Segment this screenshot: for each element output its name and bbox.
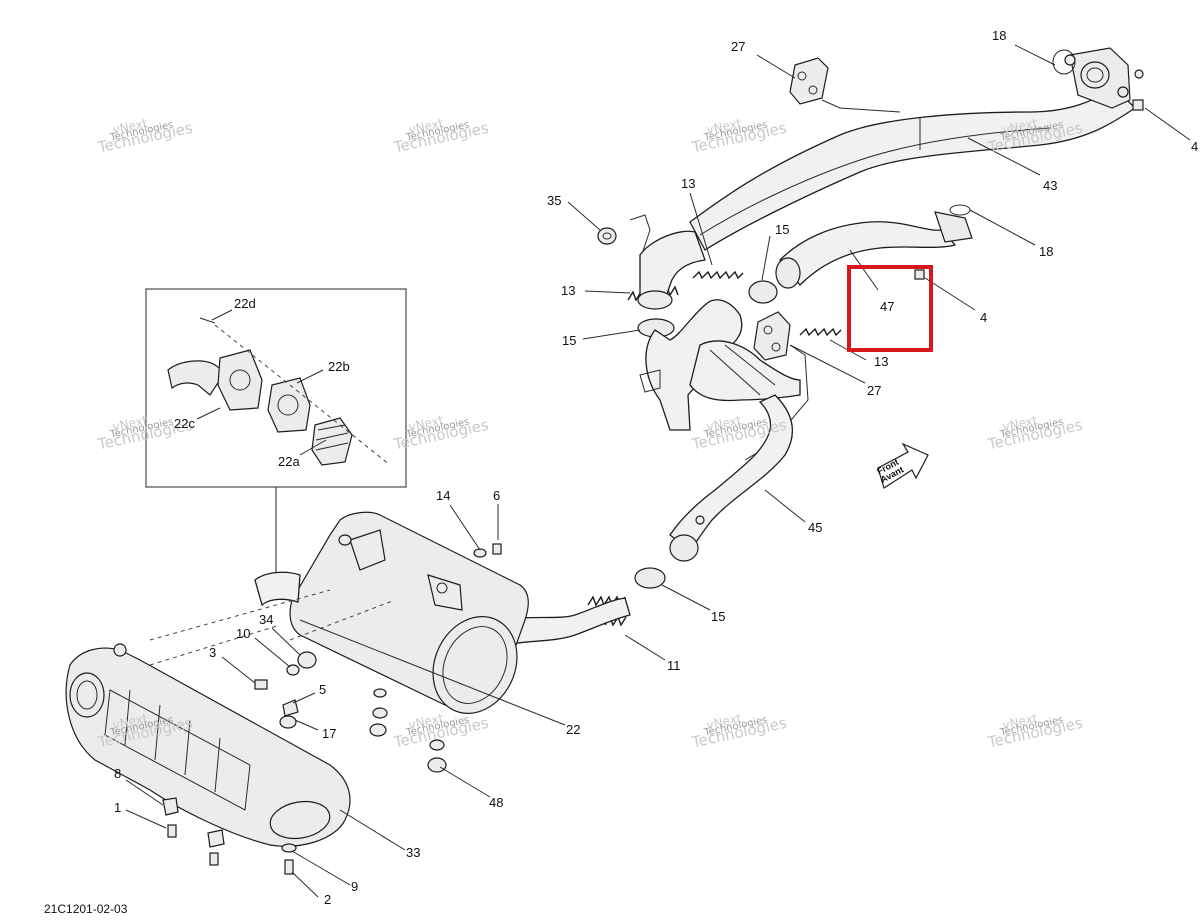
front-arrow-icon (877, 442, 929, 489)
callout-13c[interactable]: 13 (874, 354, 889, 369)
gasket-ring-18b (949, 204, 971, 216)
callout-6[interactable]: 6 (493, 488, 501, 503)
heat-shield-33 (65, 643, 351, 847)
muffler-22 (289, 511, 529, 714)
nut-4b (914, 269, 925, 280)
callout-18a[interactable]: 18 (992, 28, 1007, 43)
callout-5[interactable]: 5 (319, 682, 327, 697)
callout-22[interactable]: 22 (566, 722, 581, 737)
callout-22a[interactable]: 22a (278, 454, 300, 469)
inset-parts (167, 317, 391, 466)
callout-1[interactable]: 1 (114, 800, 122, 815)
callout-13b[interactable]: 13 (561, 283, 576, 298)
callout-13a[interactable]: 13 (681, 176, 696, 191)
grommet-35 (597, 227, 617, 245)
front-pipe-47 (775, 211, 973, 289)
callout-18b[interactable]: 18 (1039, 244, 1054, 259)
callout-22c[interactable]: 22c (174, 416, 195, 431)
callout-17[interactable]: 17 (322, 726, 337, 741)
callout-11[interactable]: 11 (667, 658, 681, 673)
rubber-mount-27b (753, 311, 791, 361)
mid-pipe-45 (669, 394, 794, 562)
hanger-rod (629, 214, 651, 261)
callout-15c[interactable]: 15 (711, 609, 726, 624)
rubber-mount-27a (789, 57, 901, 113)
y-pipe-assembly (639, 299, 801, 431)
callout-34[interactable]: 34 (259, 612, 274, 627)
hardware-bottom (162, 543, 502, 875)
callout-14[interactable]: 14 (436, 488, 451, 503)
callout-48[interactable]: 48 (489, 795, 504, 810)
leader-lines (125, 44, 1191, 898)
exhaust-flange-top (1064, 47, 1131, 109)
callout-47[interactable]: 47 (880, 299, 895, 314)
callout-22b[interactable]: 22b (328, 359, 350, 374)
spring-13a (692, 270, 744, 280)
callout-27b[interactable]: 27 (867, 383, 882, 398)
callout-3[interactable]: 3 (209, 645, 217, 660)
callout-10[interactable]: 10 (236, 626, 251, 641)
callout-33[interactable]: 33 (406, 845, 421, 860)
callout-15a[interactable]: 15 (775, 222, 790, 237)
callout-27a[interactable]: 27 (731, 39, 746, 54)
spring-13c (799, 327, 842, 337)
callout-2[interactable]: 2 (324, 892, 332, 907)
callout-15b[interactable]: 15 (562, 333, 577, 348)
clamp-ring-15c (634, 567, 666, 589)
callout-4b[interactable]: 4 (980, 310, 988, 325)
callout-45[interactable]: 45 (808, 520, 823, 535)
gasket-ring-18a (1052, 49, 1076, 75)
inset-pipe-22a-installed (254, 571, 301, 607)
callout-43[interactable]: 43 (1043, 178, 1058, 193)
callout-9[interactable]: 9 (351, 879, 359, 894)
muffler-inlet-pipe (499, 597, 631, 646)
highlight-box (847, 265, 933, 352)
bolt-4a (1132, 69, 1144, 111)
callout-22d[interactable]: 22d (234, 296, 256, 311)
clamp-ring-15b (748, 280, 778, 304)
callout-8[interactable]: 8 (114, 766, 122, 781)
downpipe-left (637, 230, 706, 310)
callout-35[interactable]: 35 (547, 193, 562, 208)
dash-line-c (289, 599, 396, 641)
dash-line-a (149, 589, 331, 641)
diagram-reference-code: 21C1201-02-03 (44, 902, 128, 916)
dash-line-b (149, 624, 281, 666)
callout-4a[interactable]: 4 (1191, 139, 1199, 154)
